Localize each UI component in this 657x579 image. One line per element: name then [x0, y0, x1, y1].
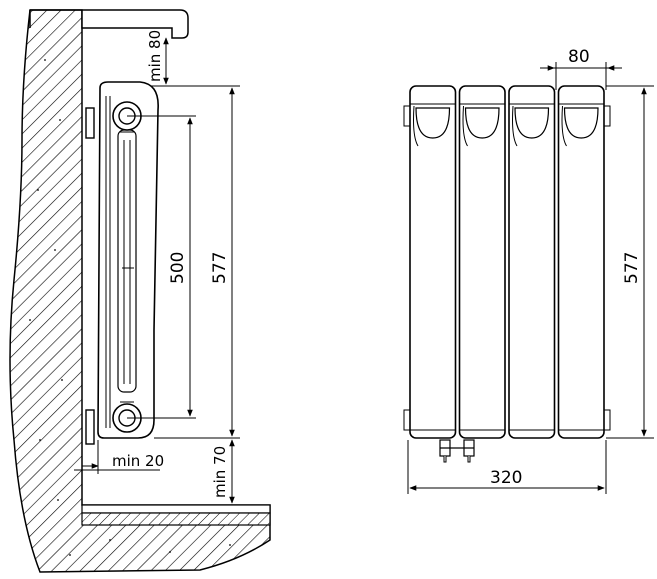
- wall-clearance-label: min 20: [112, 452, 164, 470]
- shelf-clearance-label: min 80: [146, 30, 164, 82]
- section-collector: [464, 107, 500, 139]
- front-view: 80 577 320: [403, 47, 654, 494]
- dim-height-front: 577: [606, 85, 654, 439]
- radiator-sections: [403, 85, 611, 439]
- floor-layer: [81, 504, 271, 526]
- end-cap-left-bottom: [403, 409, 411, 431]
- wall-section: [9, 9, 271, 573]
- section-body: [557, 85, 605, 439]
- floor-clearance-label: min 70: [211, 446, 229, 498]
- total-width-label: 320: [490, 468, 522, 488]
- section-collector: [514, 107, 550, 139]
- radiator-section: [458, 85, 506, 439]
- axis-distance-label: 500: [168, 252, 188, 284]
- section-body: [409, 85, 457, 439]
- end-cap-left: [403, 105, 411, 127]
- radiator-section: [508, 85, 556, 439]
- dim-height-side: 577: [154, 87, 240, 439]
- dim-axis-distance: 500: [127, 115, 196, 419]
- radiator-side-profile: [97, 81, 159, 439]
- section-shoulder: [561, 105, 567, 147]
- section-shoulder: [462, 105, 468, 147]
- height-front-label: 577: [622, 252, 642, 284]
- upper-bracket: [85, 107, 95, 139]
- section-shoulder: [413, 105, 419, 147]
- section-collector: [415, 107, 451, 139]
- side-view: min 80 500 577 min 70 min 20: [9, 9, 271, 573]
- dim-total-width: 320: [407, 440, 607, 494]
- end-cap-right-bottom: [603, 409, 611, 431]
- section-width-label: 80: [568, 47, 590, 67]
- dim-floor-clearance: min 70: [211, 439, 235, 504]
- dim-shelf-clearance: min 80: [146, 30, 240, 87]
- section-shoulder: [512, 105, 518, 147]
- lower-bracket: [85, 409, 95, 445]
- dim-wall-clearance: min 20: [74, 440, 164, 474]
- height-side-label: 577: [210, 252, 230, 284]
- section-body: [458, 85, 506, 439]
- dim-section-width: 80: [540, 47, 622, 90]
- section-body: [508, 85, 556, 439]
- radiator-section: [409, 85, 457, 439]
- section-collector: [563, 107, 599, 139]
- valve-connections: [439, 439, 475, 463]
- wall-texture: [29, 59, 231, 556]
- end-cap-right: [603, 105, 611, 127]
- window-sill: [30, 9, 189, 39]
- radiator-section: [557, 85, 605, 439]
